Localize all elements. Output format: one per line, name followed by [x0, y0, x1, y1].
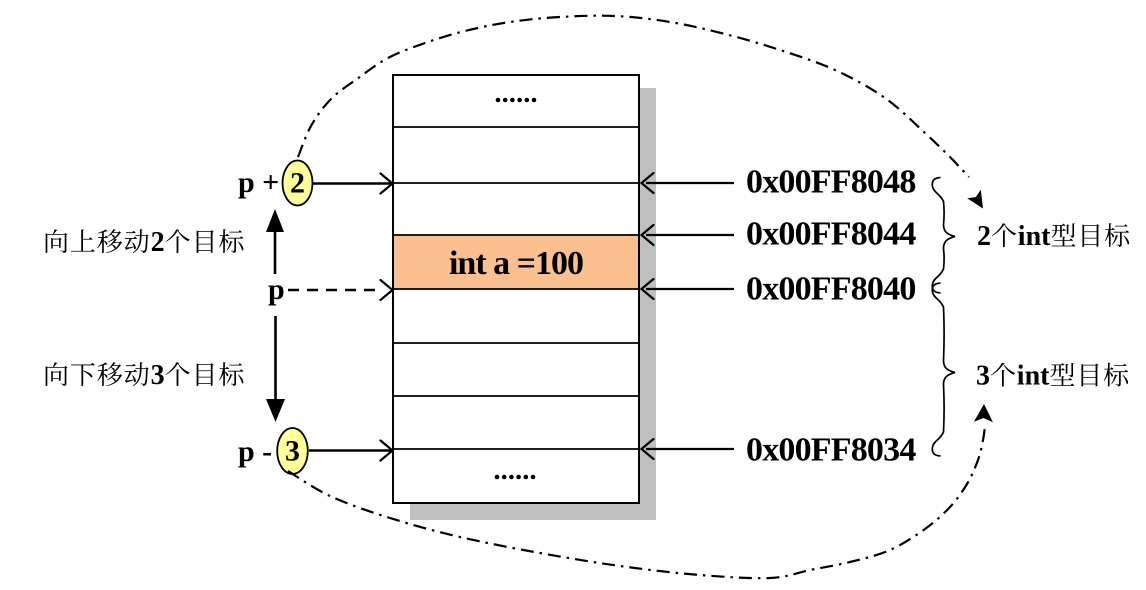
svg-text:2: 2: [290, 167, 305, 200]
svg-text:int: int: [1018, 221, 1051, 252]
svg-text:0x00FF8048: 0x00FF8048: [746, 164, 916, 201]
svg-text:3: 3: [151, 360, 165, 391]
svg-text:p +: p +: [238, 166, 279, 199]
svg-text:3: 3: [285, 435, 300, 468]
svg-text:0x00FF8044: 0x00FF8044: [746, 216, 916, 253]
svg-text:2: 2: [977, 221, 991, 252]
svg-text:int: int: [1017, 361, 1050, 392]
svg-text:0x00FF8034: 0x00FF8034: [746, 432, 916, 469]
svg-text:int a =100: int a =100: [449, 245, 583, 282]
svg-text:3: 3: [976, 361, 990, 392]
svg-text:p -: p -: [238, 435, 272, 468]
svg-text:2: 2: [151, 227, 165, 258]
svg-text:p: p: [268, 273, 285, 306]
svg-text:0x00FF8040: 0x00FF8040: [746, 271, 916, 308]
